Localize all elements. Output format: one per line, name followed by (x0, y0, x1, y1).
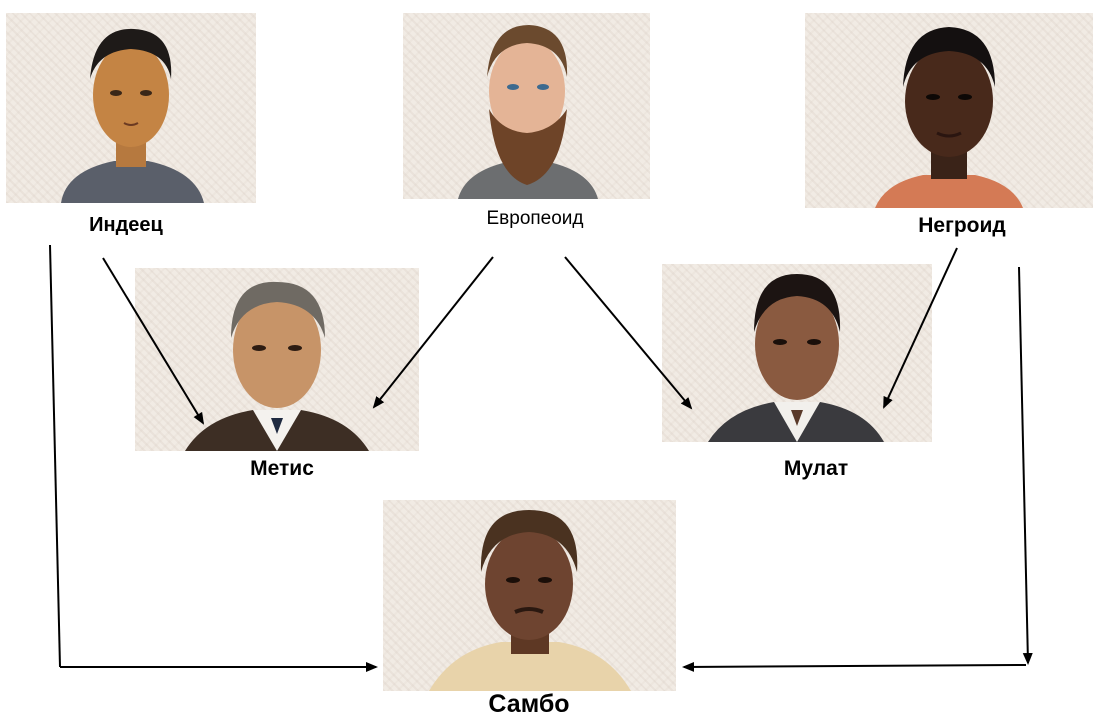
portrait-sambo (383, 500, 676, 691)
line-indian-down (49, 244, 61, 668)
portrait-negroid (805, 13, 1093, 208)
portrait-mulatto (662, 264, 932, 442)
label-mestizo: Метис (250, 457, 314, 480)
portrait-indian (6, 13, 256, 203)
label-european: Европеоид (486, 208, 584, 229)
arrow-negroid-to-sambo (682, 661, 1027, 672)
label-sambo: Самбо (488, 690, 570, 718)
portrait-european (403, 13, 650, 199)
label-indian: Индеец (89, 214, 163, 236)
label-mulatto: Мулат (783, 457, 849, 480)
line-negroid-down (1018, 266, 1033, 665)
label-negroid: Негроид (918, 214, 1006, 237)
portrait-mestizo (135, 268, 419, 451)
